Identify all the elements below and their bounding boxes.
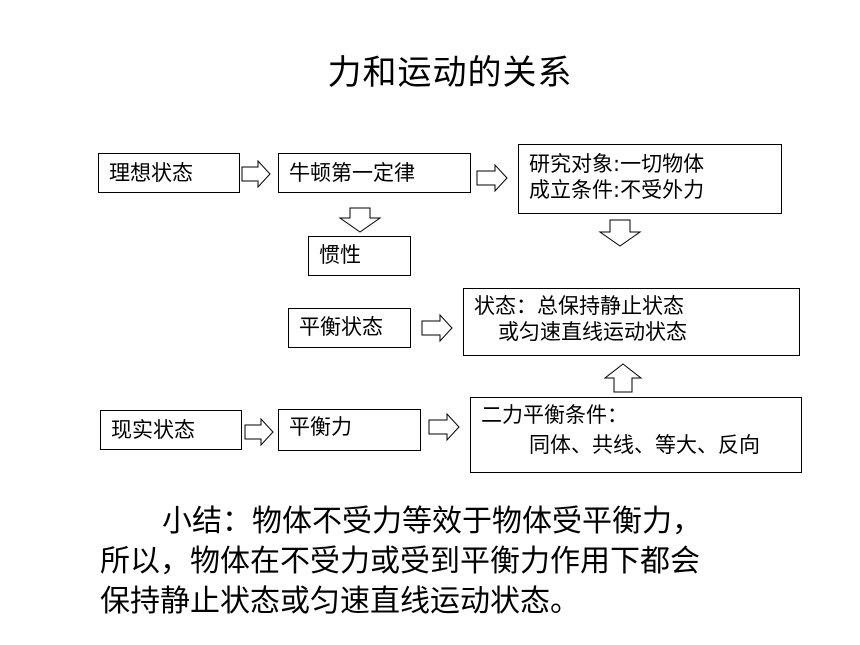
arrow-right-icon [476,163,508,193]
real-state-label: 现实状态 [111,418,195,442]
condition-label: 成立条件:不受外力 [529,178,705,202]
arrow-right-icon [244,417,274,447]
state-line2-label: 或匀速直线运动状态 [498,320,687,344]
summary-text: 小结：物体不受力等效于物体受平衡力， 所以，物体在不受力或受到平衡力作用下都会 … [100,502,800,622]
inertia-box: 惯性 [308,236,411,276]
equilibrium-state-label: 平衡状态 [299,315,383,339]
newton-first-law-box: 牛顿第一定律 [278,153,471,193]
equilibrium-state-box: 平衡状态 [288,308,411,348]
arrow-right-icon [241,159,271,189]
ideal-state-box: 理想状态 [98,153,240,193]
arrow-down-icon [598,219,642,247]
page-title: 力和运动的关系 [327,53,573,93]
summary-line3: 保持静止状态或匀速直线运动状态。 [100,584,580,619]
state-description-box: 状态：总保持静止状态 或匀速直线运动状态 [463,288,800,356]
arrow-right-icon [428,412,460,442]
state-line1-label: 状态：总保持静止状态 [474,294,684,318]
research-object-box: 研究对象:一切物体 成立条件:不受外力 [518,144,782,214]
summary-line1: 小结：物体不受力等效于物体受平衡力， [162,504,702,539]
ideal-state-label: 理想状态 [109,161,193,185]
real-state-box: 现实状态 [100,410,242,450]
arrow-right-icon [421,313,453,343]
inertia-label: 惯性 [319,243,361,267]
summary-line2: 所以，物体在不受力或受到平衡力作用下都会 [100,544,700,579]
arrow-up-icon [603,363,643,393]
research-object-label: 研究对象:一切物体 [529,152,705,176]
balanced-force-box: 平衡力 [278,409,421,451]
balance-condition-line2-label: 同体、共线、等大、反向 [529,433,760,457]
balance-condition-box: 二力平衡条件： 同体、共线、等大、反向 [470,397,802,473]
arrow-down-icon [338,207,382,233]
balanced-force-label: 平衡力 [289,415,352,439]
newton-first-law-label: 牛顿第一定律 [289,161,415,185]
balance-condition-line1-label: 二力平衡条件： [481,403,628,427]
